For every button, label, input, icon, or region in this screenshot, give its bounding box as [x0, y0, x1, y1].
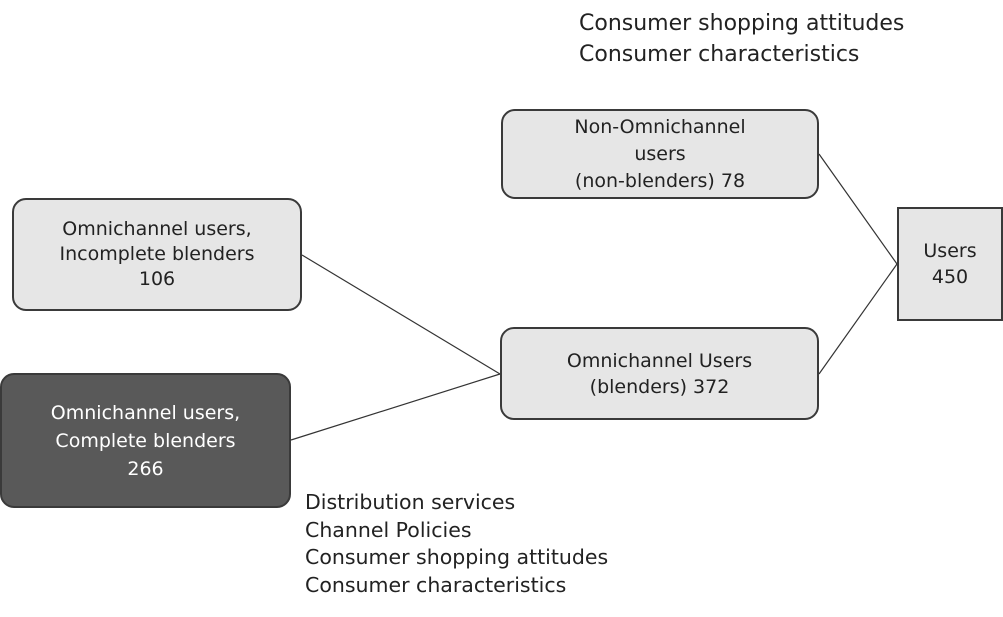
bottom-factors-list: Distribution services Channel Policies C… [305, 489, 608, 599]
node-label-line: Non-Omnichannel [574, 115, 746, 138]
connector-users-to-omnichannel-blenders [818, 263, 898, 375]
node-complete-blenders: Omnichannel users, Complete blenders 266 [0, 373, 291, 508]
connector-users-to-non-omnichannel [818, 153, 898, 265]
node-label-line: Incomplete blenders [59, 243, 255, 265]
node-label-line: users [634, 142, 686, 165]
bottom-factor-item: Distribution services [305, 490, 516, 514]
node-label-line: Users [923, 240, 977, 262]
top-factor-item: Consumer characteristics [579, 42, 860, 67]
node-label: Non-Omnichannel users (non-blenders) 78 [574, 114, 745, 195]
node-label-line: 266 [127, 457, 164, 480]
bottom-factor-item: Channel Policies [305, 517, 472, 542]
node-label-line: Omnichannel users, [50, 401, 241, 424]
node-label: Omnichannel users, Complete blenders 266 [51, 399, 240, 483]
node-label-line: Complete blenders [55, 429, 236, 452]
node-label: Omnichannel users, Incomplete blenders 1… [60, 217, 255, 292]
bottom-factor-item: Consumer characteristics [305, 572, 567, 597]
top-factors-list: Consumer shopping attitudes Consumer cha… [579, 8, 904, 70]
node-users-total: Users 450 [897, 207, 1003, 321]
node-label-line: Omnichannel users, [62, 218, 252, 240]
bottom-factor-item: Consumer shopping attitudes [305, 545, 609, 569]
node-label-line: 106 [138, 268, 176, 290]
node-incomplete-blenders: Omnichannel users, Incomplete blenders 1… [12, 198, 302, 311]
connector-blenders-to-complete [290, 373, 501, 441]
connector-blenders-to-incomplete [301, 254, 501, 375]
node-label-line: 450 [931, 266, 969, 288]
node-label: Users 450 [923, 238, 976, 290]
node-label-line: (non-blenders) 78 [574, 169, 746, 192]
node-label-line: Omnichannel Users [566, 349, 753, 372]
node-non-omnichannel-users: Non-Omnichannel users (non-blenders) 78 [501, 109, 819, 199]
node-label-line: (blenders) 372 [589, 375, 730, 398]
node-label: Omnichannel Users (blenders) 372 [567, 348, 752, 400]
node-omnichannel-blenders: Omnichannel Users (blenders) 372 [500, 327, 819, 420]
top-factor-item: Consumer shopping attitudes [579, 11, 905, 36]
